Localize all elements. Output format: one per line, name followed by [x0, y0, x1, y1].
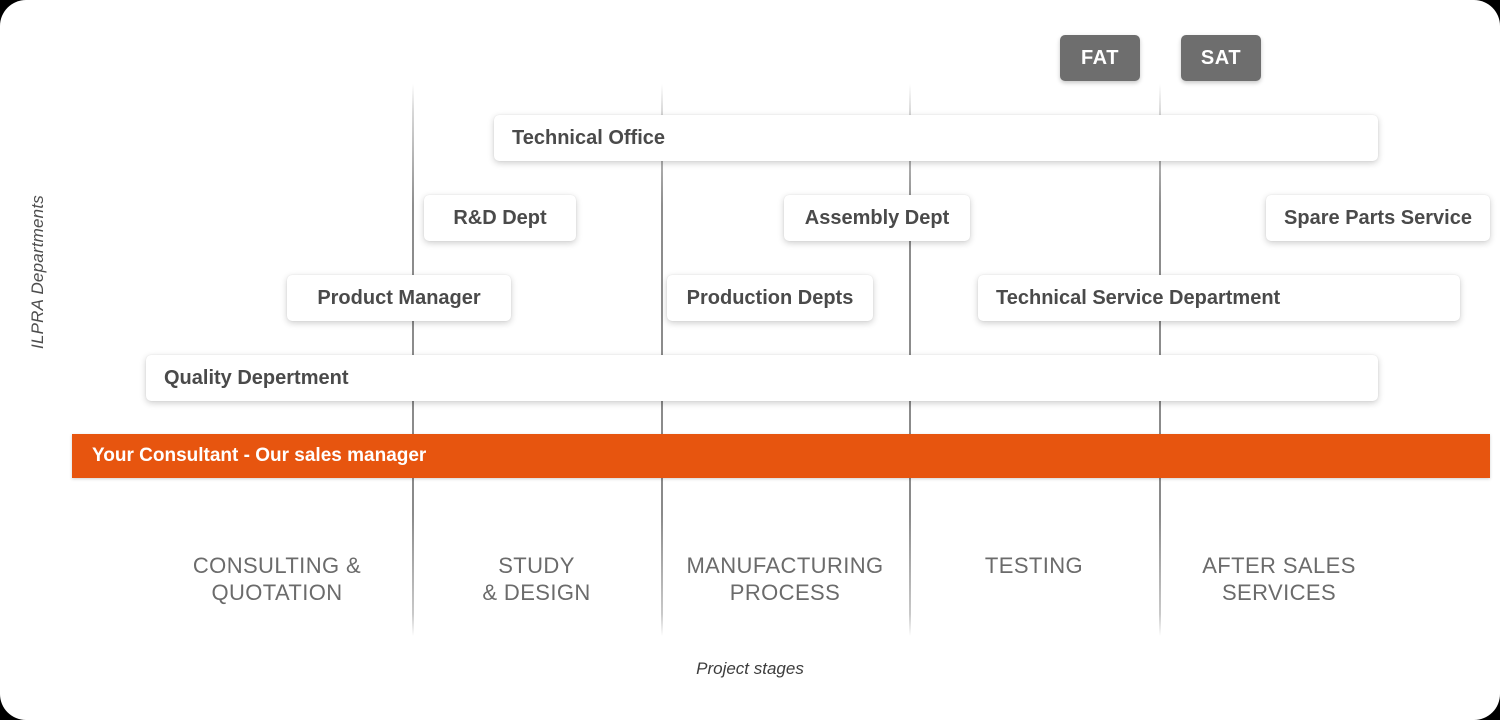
- card-product-manager-label: Product Manager: [317, 286, 481, 309]
- card-production-depts-label: Production Depts: [686, 286, 854, 309]
- stage-label-after-sales-services: AFTER SALES SERVICES: [1159, 552, 1399, 606]
- card-production-depts[interactable]: Production Depts: [667, 275, 873, 321]
- consultant-bar[interactable]: Your Consultant - Our sales manager: [72, 434, 1490, 478]
- card-rd-dept-label: R&D Dept: [453, 206, 547, 229]
- card-spare-parts-service-label: Spare Parts Service: [1284, 206, 1472, 229]
- badge-fat-label: FAT: [1080, 46, 1120, 69]
- badge-sat-label: SAT: [1200, 46, 1242, 69]
- stage-label-consulting-quotation: CONSULTING & QUOTATION: [142, 552, 412, 606]
- stage-label-study-design: STUDY & DESIGN: [412, 552, 661, 606]
- card-technical-service-department-label: Technical Service Department: [996, 286, 1281, 309]
- stage-line-2: & DESIGN: [482, 580, 591, 605]
- stage-line-2: QUOTATION: [211, 580, 343, 605]
- card-spare-parts-service[interactable]: Spare Parts Service: [1266, 195, 1490, 241]
- stage-line-1: MANUFACTURING: [686, 553, 884, 578]
- stage-line-2: SERVICES: [1221, 580, 1337, 605]
- stage-line-1: CONSULTING &: [192, 553, 362, 578]
- card-assembly-dept-label: Assembly Dept: [804, 206, 950, 229]
- consultant-bar-label: Your Consultant - Our sales manager: [92, 445, 427, 466]
- stage-label-manufacturing-process: MANUFACTURING PROCESS: [661, 552, 909, 606]
- stage-line-2: PROCESS: [729, 580, 841, 605]
- y-axis-label: ILPRA Departments: [28, 195, 47, 349]
- card-product-manager[interactable]: Product Manager: [287, 275, 511, 321]
- x-axis-label: Project stages: [696, 659, 804, 678]
- badge-sat[interactable]: SAT: [1181, 35, 1261, 81]
- card-technical-office-label: Technical Office: [512, 126, 666, 149]
- card-rd-dept[interactable]: R&D Dept: [424, 195, 576, 241]
- card-quality-depertment-label: Quality Depertment: [164, 366, 349, 389]
- stage-label-testing: TESTING: [909, 552, 1159, 579]
- card-quality-depertment[interactable]: Quality Depertment: [146, 355, 1378, 401]
- stage-line-1: TESTING: [984, 553, 1084, 578]
- stage-line-1: AFTER SALES: [1202, 553, 1356, 578]
- card-technical-office[interactable]: Technical Office: [494, 115, 1378, 161]
- card-technical-service-department[interactable]: Technical Service Department: [978, 275, 1460, 321]
- card-assembly-dept[interactable]: Assembly Dept: [784, 195, 970, 241]
- badge-fat[interactable]: FAT: [1060, 35, 1140, 81]
- stage-line-1: STUDY: [498, 553, 575, 578]
